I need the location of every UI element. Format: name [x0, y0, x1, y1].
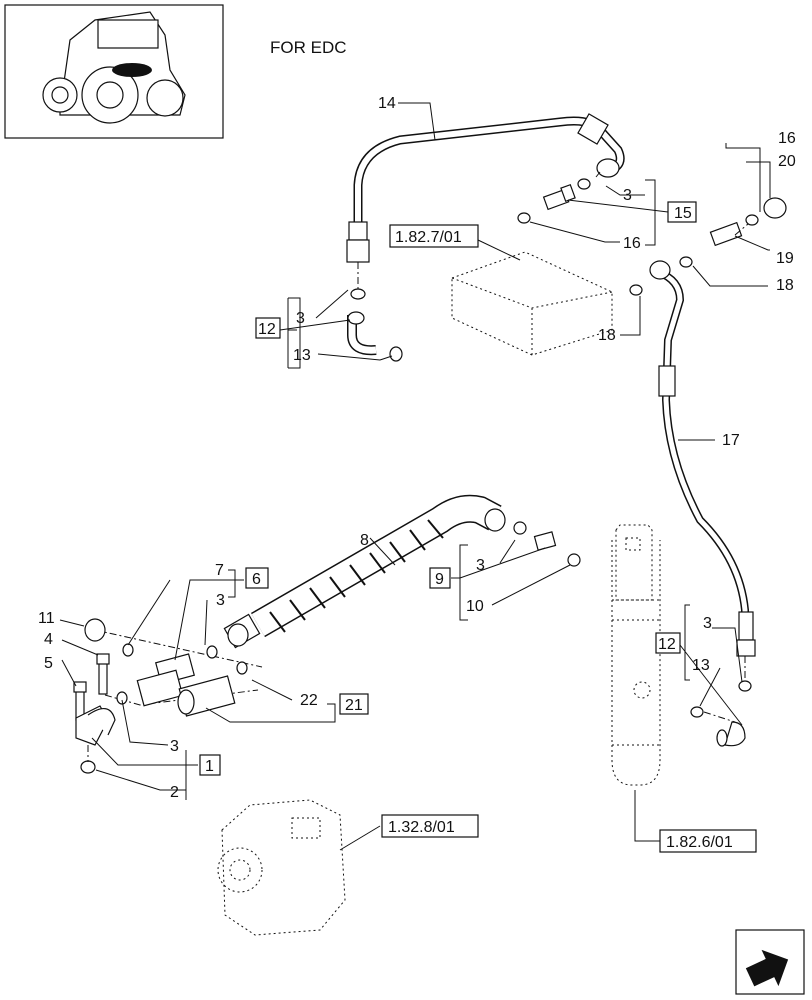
ref-cylinder[interactable]: 1.82.6/01 — [666, 834, 733, 851]
callout-11: 11 — [38, 610, 55, 627]
callout-1: 1 — [205, 758, 214, 775]
ref-valve-block[interactable]: 1.82.7/01 — [395, 229, 462, 246]
callout-14: 14 — [378, 95, 396, 112]
callout-8: 8 — [360, 532, 369, 549]
callout-2: 2 — [170, 784, 179, 801]
hose-14 — [346, 113, 625, 263]
callout-3f: 3 — [703, 615, 712, 632]
callout-3d: 3 — [216, 592, 225, 609]
callout-16: 16 — [623, 235, 641, 252]
callout-7: 7 — [215, 562, 224, 579]
callout-20: 20 — [778, 153, 796, 170]
ref-pump[interactable]: 1.32.8/01 — [388, 819, 455, 836]
valve-block-placeholder — [451, 251, 613, 356]
callout-12b: 12 — [658, 636, 676, 653]
page-title: FOR EDC — [270, 38, 347, 57]
lift-cylinder — [611, 524, 661, 786]
callout-3: 3 — [623, 187, 632, 204]
callout-18b: 18 — [598, 327, 616, 344]
pump-ghost — [217, 799, 346, 936]
callout-13b: 13 — [692, 657, 710, 674]
callout-4: 4 — [44, 631, 53, 648]
callout-12: 12 — [258, 321, 276, 338]
hose-17 — [649, 260, 756, 657]
callout-15: 15 — [674, 205, 692, 222]
callout-3e: 3 — [170, 738, 179, 755]
callout-6: 6 — [252, 571, 261, 588]
callout-22: 22 — [300, 692, 318, 709]
callout-17: 17 — [722, 432, 740, 449]
callout-10: 10 — [466, 598, 484, 615]
callout-5: 5 — [44, 655, 53, 672]
hose-8 — [223, 494, 506, 649]
callout-21: 21 — [345, 697, 363, 714]
callout-3b: 3 — [296, 310, 305, 327]
callout-16b: 16 — [778, 130, 796, 147]
next-page-arrow-icon[interactable] — [735, 929, 805, 995]
callout-19: 19 — [776, 250, 794, 267]
callout-9: 9 — [435, 571, 444, 588]
tractor-thumbnail-icon[interactable] — [4, 4, 224, 139]
callout-13: 13 — [293, 347, 311, 364]
callout-18: 18 — [776, 277, 794, 294]
callout-3c: 3 — [476, 557, 485, 574]
